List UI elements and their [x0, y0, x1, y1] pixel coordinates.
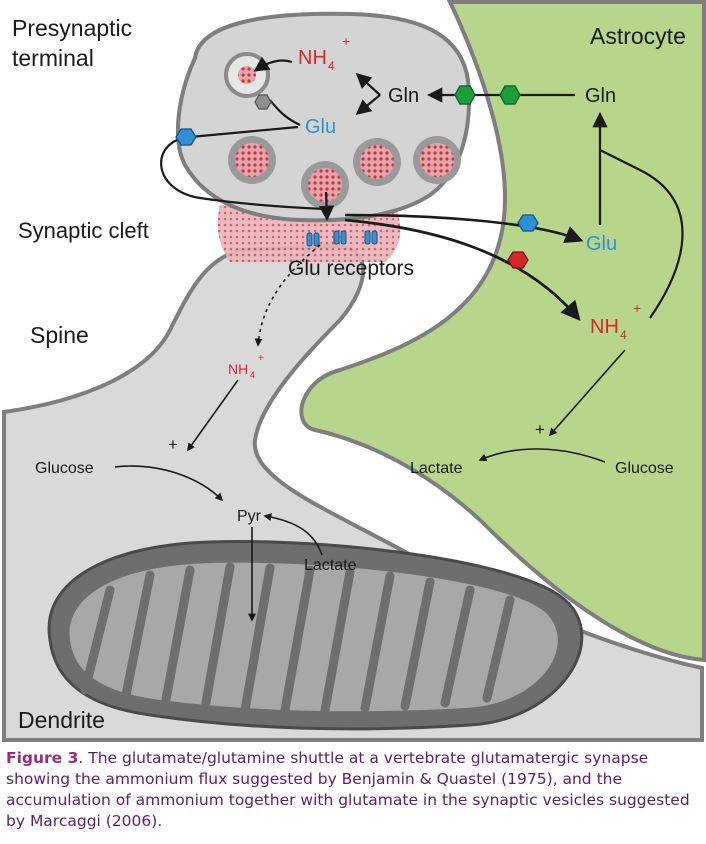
svg-text:NH: NH: [590, 316, 619, 338]
nh4-diffusion-arrow: [254, 244, 321, 347]
glu-receptors: [306, 230, 378, 247]
glu-reuptake-arrow: [160, 125, 326, 211]
nh4-hexagon-red: [507, 251, 529, 269]
glu-label-astrocyte: Glu: [586, 233, 617, 255]
svg-text:NH: NH: [298, 47, 327, 69]
nh4-label-astrocyte: NH 4 +: [590, 300, 641, 342]
caption-text: . The glutamate/glutamine shuttle at a v…: [6, 749, 690, 830]
spine-label: Spine: [30, 322, 89, 348]
svg-text:4: 4: [250, 370, 255, 380]
pyr-label: Pyr: [237, 508, 262, 525]
neuron-glucose-to-pyr-arrow: [114, 465, 224, 502]
nh4-to-vesicle-arrow: [253, 56, 293, 72]
synaptic-cleft-label: Synaptic cleft: [18, 218, 149, 243]
astrocyte-region: [299, 0, 706, 663]
terminal-label: terminal: [12, 45, 94, 71]
glu-hexagon-astro: [517, 214, 539, 232]
svg-text:+: +: [633, 300, 641, 316]
glu-hexagon-gray: [254, 94, 272, 110]
exocytosis-arrow: [318, 191, 335, 222]
svg-text:+: +: [342, 33, 350, 49]
dendrite-label: Dendrite: [18, 707, 105, 733]
neuron-lactate-to-pyr-arrow: [263, 513, 323, 556]
glucose-label-neuron: Glucose: [35, 460, 94, 477]
glucose-label-astrocyte: Glucose: [615, 460, 674, 477]
lactate-label-neuron: Lactate: [304, 557, 357, 574]
glu-hexagon-blue: [175, 128, 197, 146]
synapse-diagram: Presynaptic terminal Astrocyte Synaptic …: [2, 0, 706, 742]
plus-neuron: +: [168, 435, 178, 454]
lactate-label-astrocyte: Lactate: [410, 460, 463, 477]
figure-label: Figure 3: [6, 749, 79, 767]
gln-label-astrocyte: Gln: [585, 85, 616, 107]
astrocyte-label: Astrocyte: [590, 23, 686, 49]
nh4-label-spine: NH 4 +: [228, 353, 264, 380]
gln-to-nh4-arrow: [355, 72, 381, 96]
svg-text:NH: NH: [228, 361, 248, 377]
astro-glucose-to-lactate-arrow: [478, 448, 606, 463]
nh4-to-astrocyte-arrow: [344, 218, 581, 321]
presynaptic-label: Presynaptic: [12, 15, 132, 41]
svg-text:+: +: [258, 353, 264, 364]
glu-label-terminal: Glu: [305, 116, 336, 138]
neuron-nh4-arrow: [187, 379, 239, 452]
gln-molecule-chain: [454, 85, 521, 105]
glu-to-vesicle-arrow: [269, 99, 301, 126]
astro-nh4-arrow: [548, 349, 626, 437]
figure-caption: Figure 3. The glutamate/glutamine shuttl…: [6, 748, 700, 832]
gln-label-terminal: Gln: [388, 85, 419, 107]
plus-astrocyte: +: [535, 420, 545, 439]
nh4-to-gln-curve: [599, 149, 684, 319]
glu-to-astrocyte-arrow: [344, 213, 584, 244]
svg-text:4: 4: [620, 328, 627, 342]
mitochondrion: [47, 540, 584, 731]
glu-receptors-label: Glu receptors: [288, 257, 414, 280]
nh4-label-terminal: NH 4 +: [298, 33, 350, 73]
gln-to-glu-arrow: [355, 94, 381, 115]
svg-text:4: 4: [328, 59, 335, 73]
